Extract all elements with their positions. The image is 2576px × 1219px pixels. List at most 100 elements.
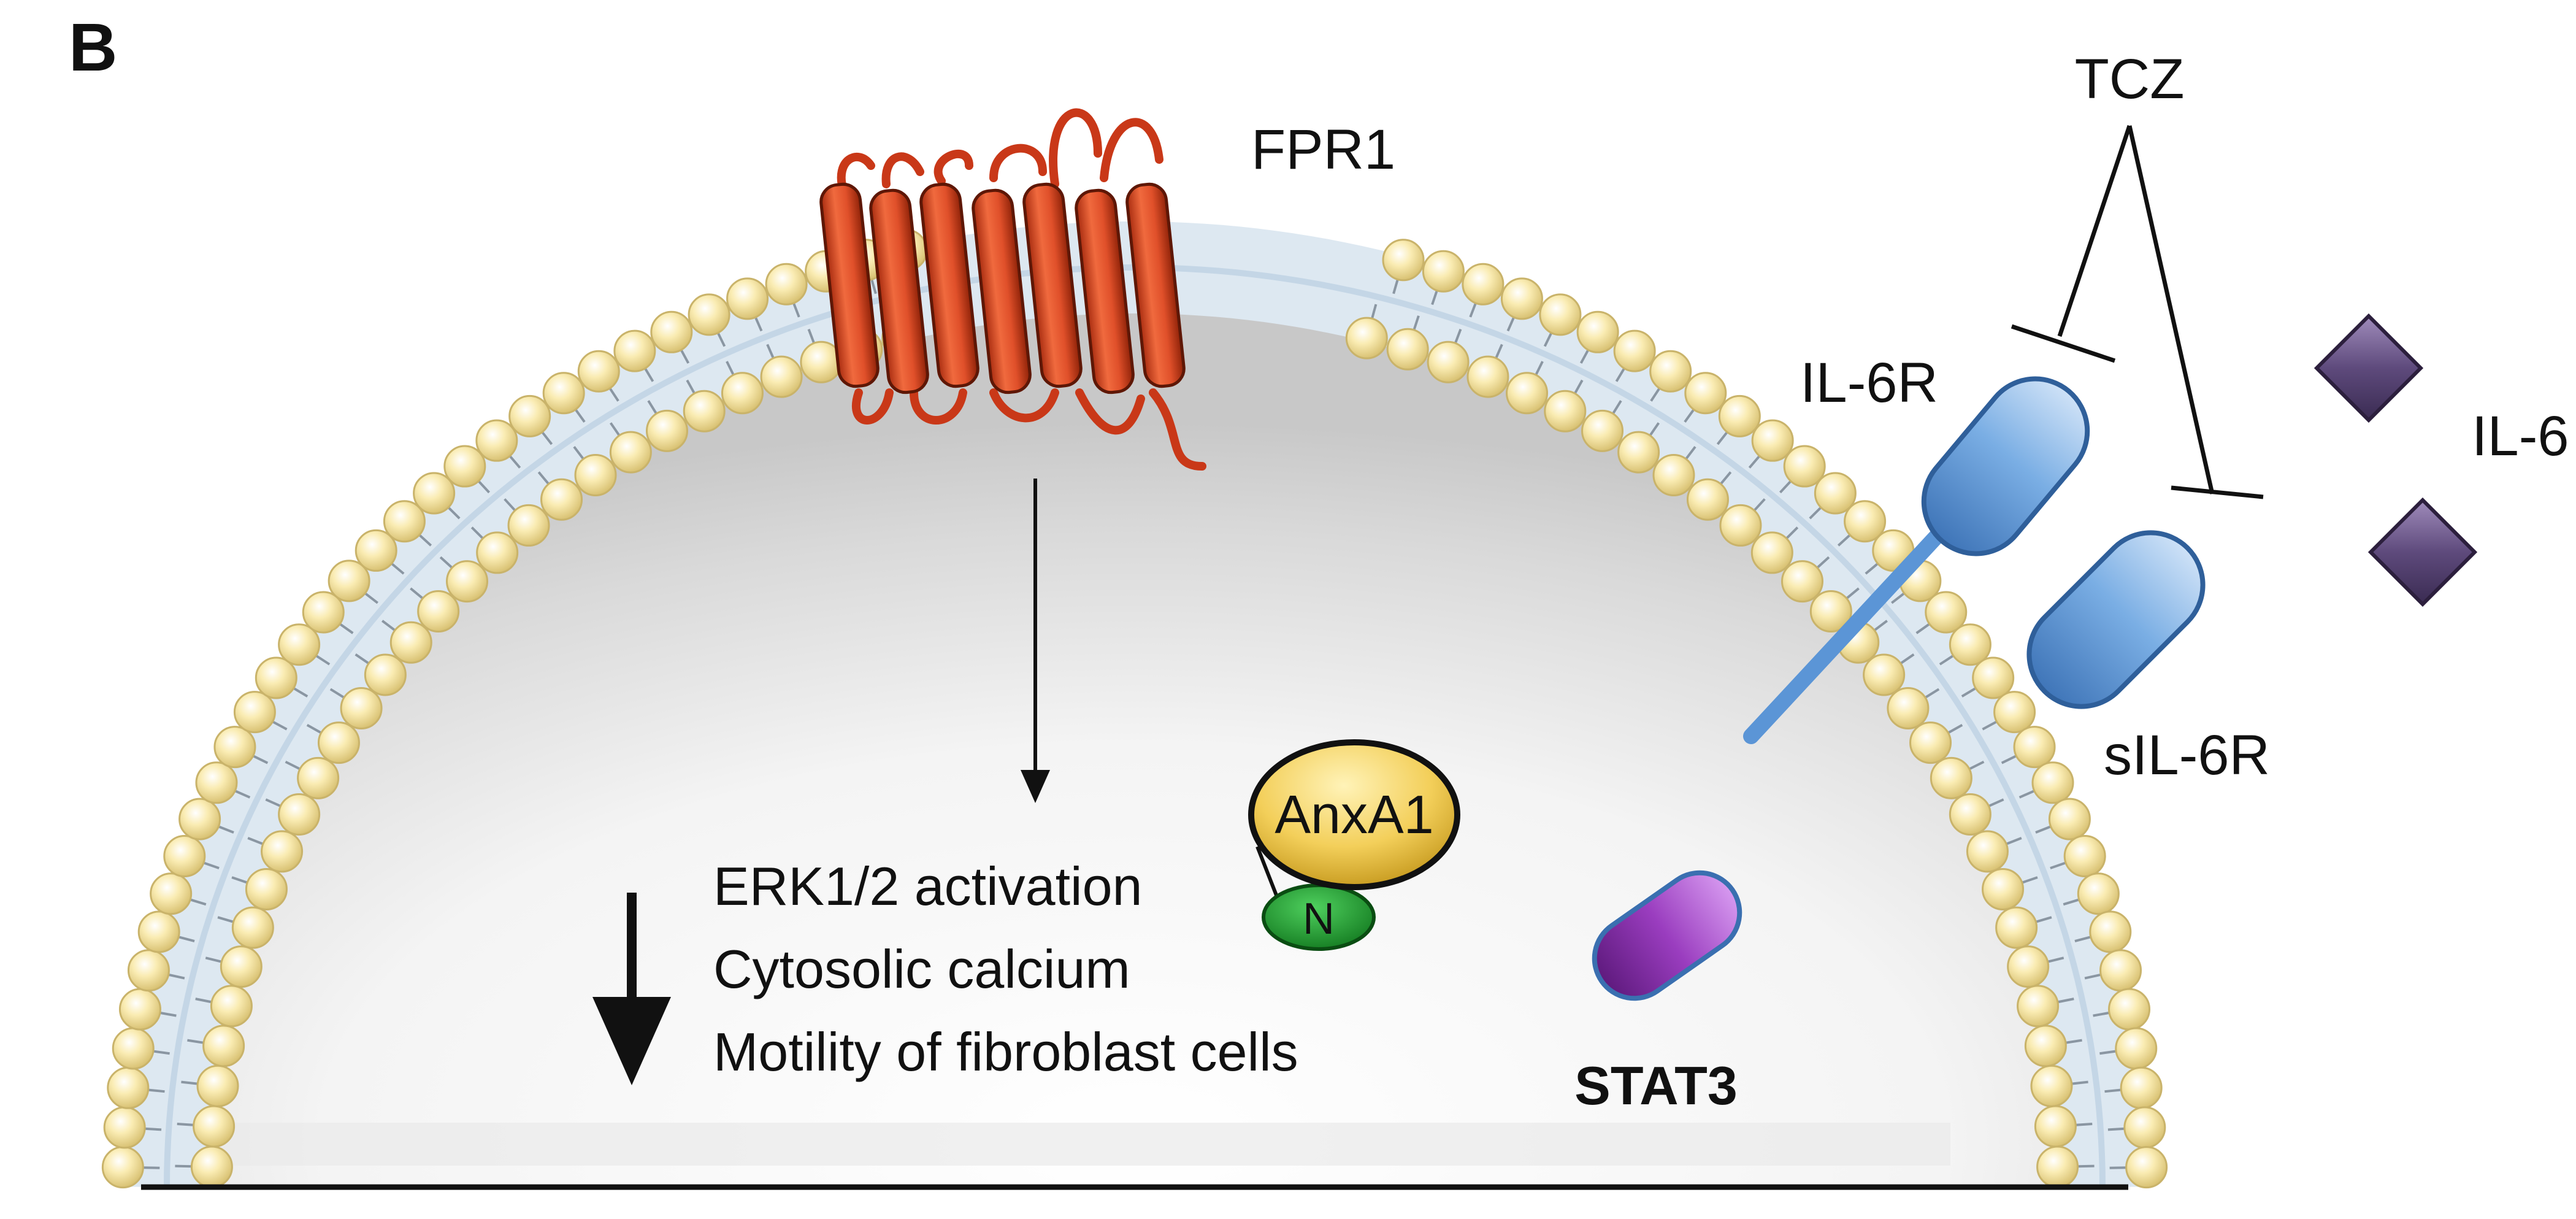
fpr1-loops: [837, 108, 1206, 471]
lipid-head-outer: [101, 1146, 144, 1189]
stat3-label: STAT3: [1574, 1055, 1738, 1116]
lipid-head-outer: [178, 798, 221, 840]
lipid-head-inner: [231, 906, 274, 949]
anxa1-protein: AnxA1 N: [1248, 739, 1460, 951]
lipid-head-inner: [364, 653, 407, 696]
lipid-head-inner: [574, 453, 617, 496]
lipid-head-outer: [613, 329, 656, 372]
anxa1-label: AnxA1: [1275, 784, 1433, 845]
lipid-head-outer: [2099, 949, 2142, 992]
lipid-head-inner: [202, 1025, 245, 1067]
lipid-head-outer: [1751, 419, 1794, 462]
lipid-head-inner: [1466, 355, 1509, 398]
lipid-head-inner: [1719, 504, 1762, 547]
il6r-inhibition-bar: [2011, 324, 2116, 363]
lipid-head-inner: [446, 560, 489, 603]
lipid-head-outer: [328, 560, 370, 602]
lipid-head-outer: [1718, 394, 1761, 437]
sil6r-inhibition-bar: [2171, 485, 2264, 499]
lipid-head-inner: [609, 431, 652, 474]
lipid-head-inner: [2030, 1064, 2073, 1107]
lipid-head-inner: [2036, 1145, 2079, 1188]
lipid-head-outer: [1382, 239, 1425, 282]
lipid-head-outer: [1925, 591, 1968, 634]
lipid-head-inner: [220, 945, 263, 988]
lipid-head-outer: [1422, 250, 1465, 293]
lipid-head-inner: [1995, 906, 2038, 949]
lipid-head-outer: [542, 372, 585, 415]
lipid-head-inner: [340, 686, 383, 729]
lipid-head-inner: [261, 830, 304, 873]
lipid-head-inner: [196, 1064, 239, 1107]
lipid-head-outer: [1814, 472, 1857, 515]
lipid-head-inner: [1652, 453, 1695, 496]
lipid-head-inner: [1686, 478, 1729, 521]
fpr1-label: FPR1: [1251, 118, 1395, 181]
fpr1-helix: [869, 188, 929, 394]
lipid-head-inner: [210, 985, 253, 1028]
fpr1-helix: [1075, 188, 1135, 394]
tcz-inhibition: [2011, 125, 2264, 499]
lipid-head-inner: [1930, 756, 1972, 799]
lipid-head-outer: [413, 472, 456, 515]
lipid-head-outer: [2063, 835, 2106, 878]
lipid-head-outer: [650, 310, 693, 353]
lipid-head-inner: [1982, 867, 2025, 910]
lipid-head-outer: [302, 591, 345, 634]
il6-molecule-1: [2313, 313, 2424, 423]
panel-label: B: [69, 10, 117, 85]
lipid-head-inner: [2024, 1025, 2067, 1067]
lipid-head-outer: [1576, 310, 1619, 353]
lipid-head-inner: [278, 793, 321, 836]
tcz-to-sil6r-line: [2127, 125, 2215, 494]
lipid-head-inner: [1581, 409, 1624, 452]
lipid-head-inner: [2034, 1105, 2077, 1148]
lipid-head-inner: [193, 1105, 236, 1148]
lipid-head-outer: [255, 656, 297, 699]
lipid-head-outer: [2089, 910, 2132, 953]
lipid-head-inner: [190, 1145, 233, 1188]
lipid-head-inner: [1809, 590, 1852, 633]
lipid-head-inner: [417, 590, 460, 633]
il6r-body: [1921, 376, 2090, 556]
lipid-head-outer: [213, 726, 256, 769]
lipid-head-outer: [1844, 500, 1887, 543]
lipid-head-inner: [2017, 985, 2060, 1028]
lipid-head-outer: [1649, 350, 1692, 393]
lipid-head-outer: [137, 910, 180, 953]
lipid-head-outer: [1684, 372, 1727, 415]
tcz-label: TCZ: [2075, 48, 2185, 110]
lipid-head-outer: [577, 350, 620, 393]
il6r-transmembrane-stem: [1743, 513, 1958, 744]
nucleus-edge-shadow: [196, 1123, 1950, 1166]
lipid-head-outer: [1783, 445, 1826, 488]
effect-cytosolic-calcium: Cytosolic calcium: [713, 939, 1130, 999]
lipid-head-outer: [1972, 656, 2015, 699]
lipid-head-inner: [721, 372, 764, 415]
lipid-head-outer: [233, 691, 276, 734]
il6r-label: IL-6R: [1800, 352, 1938, 414]
lipid-head-outer: [195, 761, 238, 804]
lipid-head-outer: [2120, 1066, 2163, 1109]
lipid-head-outer: [2077, 872, 2120, 915]
fpr1-receptor: [819, 108, 1206, 471]
effect-fibroblast-motility: Motility of fibroblast cells: [713, 1021, 1298, 1082]
anxa1-core-domain: [1248, 739, 1460, 890]
lipid-head-outer: [383, 500, 426, 543]
lipid-head-outer: [1462, 263, 1505, 306]
lipid-head-outer: [2123, 1106, 2166, 1149]
lipid-head-outer: [107, 1066, 150, 1109]
lipid-head-outer: [2125, 1146, 2168, 1189]
il6-molecule-2: [2367, 497, 2478, 607]
fpr1-helix: [972, 188, 1032, 394]
lipid-head-outer: [2108, 988, 2151, 1031]
lipid-head-inner: [1750, 531, 1793, 574]
lipid-head-inner: [1506, 372, 1549, 415]
il6-label: IL-6: [2472, 405, 2569, 467]
lipid-head-inner: [1949, 793, 1991, 836]
lipid-head-outer: [1993, 691, 2036, 734]
lipid-head-inner: [1909, 721, 1952, 764]
lipid-head-inner: [1617, 431, 1660, 474]
lipid-head-inner: [1863, 653, 1906, 696]
